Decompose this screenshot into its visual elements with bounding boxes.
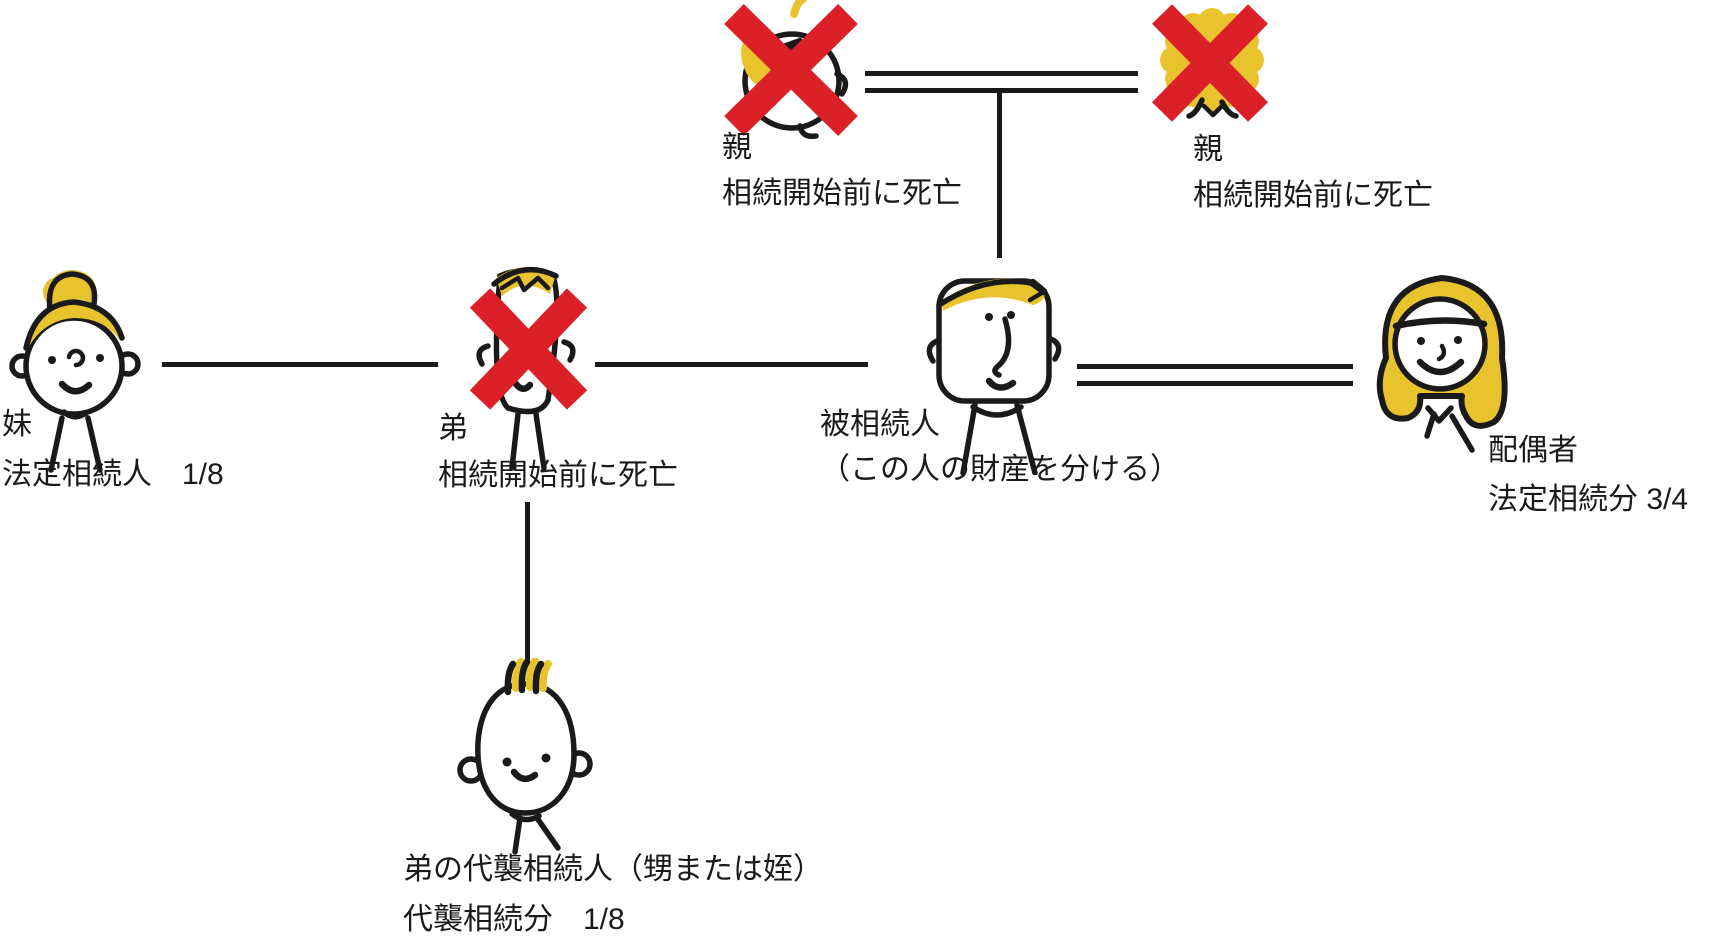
decedent-icon	[926, 278, 1062, 475]
nephew-label: 弟の代襲相続人（甥または姪） 代襲相続分 1/8	[403, 845, 823, 944]
sister-label: 妹 法定相続人 1/8	[2, 400, 224, 500]
parents-marriage-line-top	[865, 71, 1138, 76]
sister-name: 妹	[2, 408, 32, 441]
brother-to-nephew-line	[525, 502, 530, 663]
spouse-name: 配偶者	[1488, 434, 1578, 467]
decedent-note: （この人の財産を分ける）	[820, 453, 1180, 486]
mother-status: 相続開始前に死亡	[1193, 179, 1433, 212]
mother-icon	[1151, 4, 1269, 122]
nephew-icon	[457, 658, 593, 855]
parents-to-decedent-line	[997, 92, 1002, 258]
nephew-name: 弟の代襲相続人（甥または姪）	[403, 853, 823, 886]
father-icon	[724, 0, 858, 140]
mother-label: 親 相続開始前に死亡	[1193, 127, 1433, 219]
deceased-x-icon	[724, 4, 858, 136]
brother-status: 相続開始前に死亡	[438, 459, 678, 492]
deceased-x-icon	[1151, 4, 1269, 122]
father-label: 親 相続開始前に死亡	[722, 125, 962, 217]
brother-label: 弟 相続開始前に死亡	[438, 405, 678, 499]
brother-decedent-sibling-line	[595, 362, 868, 367]
sister-share: 法定相続人 1/8	[2, 458, 224, 491]
brother-icon	[469, 266, 588, 471]
spouse-label: 配偶者 法定相続分 3/4	[1488, 426, 1688, 524]
decedent-name: 被相続人	[820, 408, 940, 441]
sister-brother-sibling-line	[162, 362, 438, 367]
deceased-x-icon	[469, 288, 588, 410]
father-status: 相続開始前に死亡	[722, 177, 962, 210]
nephew-share: 代襲相続分 1/8	[403, 903, 625, 936]
decedent-spouse-marriage-line-top	[1077, 364, 1353, 369]
spouse-share: 法定相続分 3/4	[1488, 483, 1689, 516]
spouse-icon	[1376, 275, 1508, 453]
parents-marriage-line-bottom	[865, 88, 1138, 93]
sister-icon	[9, 270, 141, 473]
decedent-label: 被相続人 （この人の財産を分ける）	[820, 402, 1180, 492]
decedent-spouse-marriage-line-bottom	[1077, 381, 1353, 386]
father-name: 親	[722, 131, 752, 164]
brother-name: 弟	[438, 412, 468, 445]
mother-name: 親	[1193, 133, 1223, 166]
